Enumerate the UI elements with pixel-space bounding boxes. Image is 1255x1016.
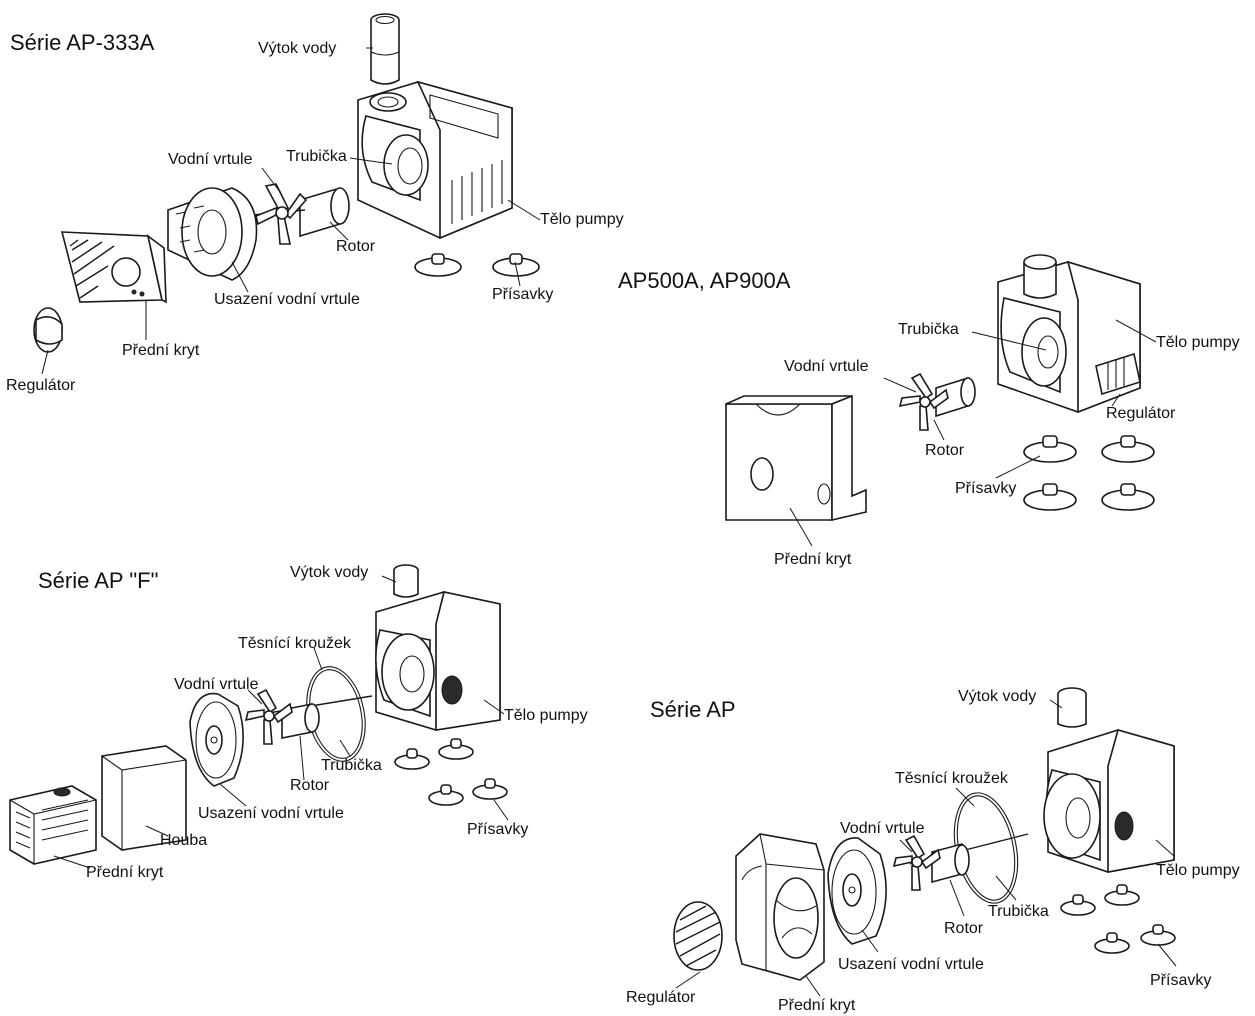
label-s3-usazeni-vodni-vrtule: Usazení vodní vrtule <box>198 805 344 822</box>
s4-suction-cups <box>1060 884 1176 954</box>
label-s1-usazeni-vodni-vrtule: Usazení vodní vrtule <box>214 291 360 308</box>
section-title-ap333a: Série AP-333A <box>10 30 155 55</box>
label-s1-trubicka: Trubička <box>286 148 347 165</box>
label-s4-vytok-vody: Výtok vody <box>958 688 1037 705</box>
label-s2-rotor: Rotor <box>925 442 965 459</box>
s4-pump-body <box>1043 729 1175 873</box>
label-s3-predni-kryt: Přední kryt <box>86 864 164 881</box>
label-s4-rotor: Rotor <box>944 920 984 937</box>
section-title-ap500a-ap900a: AP500A, AP900A <box>618 268 791 293</box>
s1-regulator <box>33 307 63 353</box>
s3-leader-lines <box>53 575 509 869</box>
s1-impeller <box>251 183 308 245</box>
label-s2-prisavky: Přísavky <box>955 480 1017 497</box>
label-s2-trubicka: Trubička <box>898 321 959 338</box>
s4-impeller <box>892 834 941 891</box>
s2-rotor <box>935 377 976 418</box>
s3-outlet-pipe <box>393 564 419 598</box>
label-s3-trubicka: Trubička <box>321 757 382 774</box>
s2-leader-lines <box>789 319 1157 547</box>
s1-pump-body <box>357 80 513 240</box>
s3-suction-cups <box>394 738 508 806</box>
label-s1-prisavky: Přísavky <box>492 286 554 303</box>
label-s1-telo-pumpy: Tělo pumpy <box>540 211 624 228</box>
s2-suction-cups <box>1023 435 1155 511</box>
label-s4-tesnici-krouzek: Těsnící kroužek <box>895 770 1008 787</box>
label-s3-rotor: Rotor <box>290 777 330 794</box>
s3-sponge <box>101 745 187 851</box>
label-s4-regulator: Regulátor <box>626 989 696 1006</box>
s4-impeller-seat <box>827 837 887 945</box>
label-s4-telo-pumpy: Tělo pumpy <box>1156 862 1240 879</box>
s3-impeller-seat <box>189 692 244 787</box>
s1-outlet-pipe <box>370 13 400 85</box>
s4-leader-lines <box>675 699 1177 997</box>
s1-impeller-seat <box>167 187 258 281</box>
label-s3-houba: Houba <box>160 832 208 849</box>
s4-rotor <box>909 833 1029 884</box>
label-s2-regulator: Regulátor <box>1106 405 1176 422</box>
s2-parts <box>725 254 1157 547</box>
s2-pump-body <box>997 254 1141 414</box>
s4-regulator <box>673 901 723 971</box>
s2-impeller <box>898 372 949 431</box>
s4-front-cover <box>735 833 825 981</box>
label-s4-prisavky: Přísavky <box>1150 972 1212 989</box>
s3-impeller <box>244 688 293 745</box>
s4-parts <box>673 687 1177 997</box>
label-s2-vodni-vrtule: Vodní vrtule <box>784 358 869 375</box>
label-s4-vodni-vrtule: Vodní vrtule <box>840 820 925 837</box>
s4-outlet-pipe <box>1057 687 1087 728</box>
s3-pump-body <box>375 591 501 731</box>
label-s4-trubicka: Trubička <box>988 903 1049 920</box>
s3-parts <box>9 564 509 869</box>
label-s1-rotor: Rotor <box>336 238 376 255</box>
label-s3-tesnici-krouzek: Těsnící kroužek <box>238 635 351 652</box>
label-s2-telo-pumpy: Tělo pumpy <box>1156 334 1240 351</box>
s1-front-cover <box>60 231 167 304</box>
section-title-ap: Série AP <box>650 697 736 722</box>
label-s3-vytok-vody: Výtok vody <box>290 564 369 581</box>
label-s1-vytok-vody: Výtok vody <box>258 40 337 57</box>
label-s2-predni-kryt: Přední kryt <box>774 551 852 568</box>
s1-parts <box>33 13 541 375</box>
s3-front-cover <box>9 785 97 865</box>
label-s1-vodni-vrtule: Vodní vrtule <box>168 151 253 168</box>
label-s3-vodni-vrtule: Vodní vrtule <box>174 676 259 693</box>
label-s1-regulator: Regulátor <box>6 377 76 394</box>
s1-rotor <box>299 187 350 238</box>
s2-front-cover <box>725 394 867 522</box>
label-s3-telo-pumpy: Tělo pumpy <box>504 707 588 724</box>
s1-leader-lines <box>41 47 541 375</box>
section-title-ap-f: Série AP "F" <box>38 568 159 593</box>
label-s4-usazeni-vodni-vrtule: Usazení vodní vrtule <box>838 956 984 973</box>
s1-suction-cups <box>414 253 540 277</box>
label-s3-prisavky: Přísavky <box>467 821 529 838</box>
label-s4-predni-kryt: Přední kryt <box>778 997 856 1014</box>
label-s1-predni-kryt: Přední kryt <box>122 342 200 359</box>
